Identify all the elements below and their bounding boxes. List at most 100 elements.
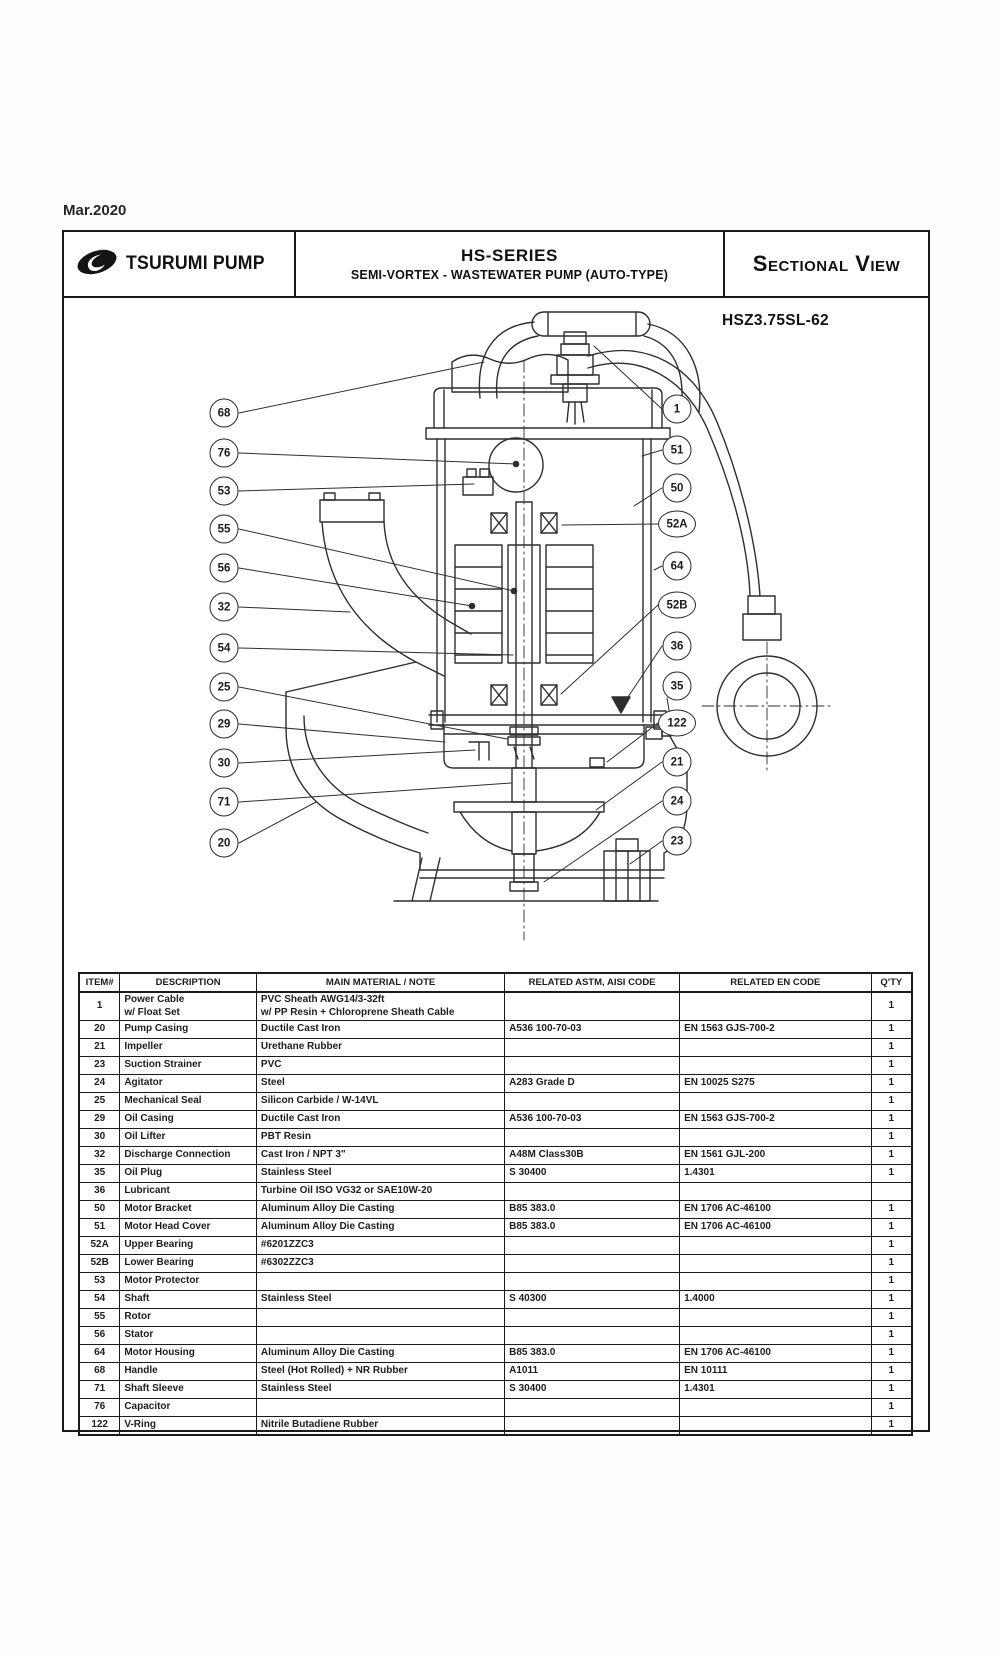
callout-balloon-53: 53 [209, 476, 239, 506]
en-code-cell: EN 1561 GJL-200 [679, 1146, 872, 1165]
description-cell: Handle [119, 1362, 257, 1381]
en-code-cell [679, 1326, 872, 1345]
astm-code-cell [504, 1182, 681, 1201]
description-cell: Oil Plug [119, 1164, 257, 1183]
astm-code-cell [504, 1398, 681, 1417]
item-number-cell: 23 [78, 1056, 121, 1075]
material-cell: #6302ZZC3 [255, 1254, 506, 1273]
en-code-cell: EN 1563 GJS-700-2 [679, 1110, 872, 1129]
revision-date: Mar.2020 [63, 202, 127, 219]
astm-code-cell: B85 383.0 [504, 1344, 681, 1363]
material-cell: PBT Resin [255, 1128, 506, 1147]
brand-name: TSURUMI PUMP [126, 253, 265, 274]
material-cell: PVC [255, 1056, 506, 1075]
astm-code-cell: A1011 [504, 1362, 681, 1381]
callout-balloon-51: 51 [662, 435, 692, 465]
qty-cell: 1 [870, 1110, 913, 1129]
astm-code-cell [504, 1326, 681, 1345]
description-cell: Oil Lifter [119, 1128, 257, 1147]
qty-cell: 1 [870, 1200, 913, 1219]
item-number-cell: 51 [78, 1218, 121, 1237]
qty-cell: 1 [870, 1236, 913, 1255]
callout-balloon-1: 1 [662, 394, 692, 424]
qty-cell: 1 [870, 1416, 913, 1436]
column-header: ITEM# [78, 972, 121, 993]
description-cell: Mechanical Seal [119, 1092, 257, 1111]
astm-code-cell: B85 383.0 [504, 1200, 681, 1219]
item-number-cell: 68 [78, 1362, 121, 1381]
description-cell: Shaft Sleeve [119, 1380, 257, 1399]
en-code-cell [679, 1272, 872, 1291]
material-cell [255, 1398, 506, 1417]
astm-code-cell [504, 1236, 681, 1255]
description-cell: Motor Bracket [119, 1200, 257, 1219]
astm-code-cell: S 40300 [504, 1290, 681, 1309]
series-subtitle: SEMI-VORTEX - WASTEWATER PUMP (AUTO-TYPE… [350, 268, 669, 282]
item-number-cell: 52B [78, 1254, 121, 1273]
qty-cell: 1 [870, 1362, 913, 1381]
item-number-cell: 55 [78, 1308, 121, 1327]
item-number-cell: 50 [78, 1200, 121, 1219]
astm-code-cell [504, 1128, 681, 1147]
callout-balloon-32: 32 [209, 592, 239, 622]
qty-cell: 1 [870, 1326, 913, 1345]
qty-cell: 1 [870, 1218, 913, 1237]
qty-cell [870, 1182, 913, 1201]
en-code-cell [679, 1056, 872, 1075]
material-cell: Ductile Cast Iron [255, 1110, 506, 1129]
item-number-cell: 30 [78, 1128, 121, 1147]
item-number-cell: 24 [78, 1074, 121, 1093]
column-header: RELATED ASTM, AISI CODE [504, 972, 681, 993]
item-number-cell: 32 [78, 1146, 121, 1165]
qty-cell: 1 [870, 1308, 913, 1327]
astm-code-cell [504, 1092, 681, 1111]
en-code-cell [679, 1254, 872, 1273]
astm-code-cell: S 30400 [504, 1164, 681, 1183]
item-number-cell: 64 [78, 1344, 121, 1363]
qty-cell: 1 [870, 1164, 913, 1183]
material-cell: Turbine Oil ISO VG32 or SAE10W-20 [255, 1182, 506, 1201]
astm-code-cell: A536 100-70-03 [504, 1110, 681, 1129]
qty-cell: 1 [870, 1254, 913, 1273]
item-number-cell: 35 [78, 1164, 121, 1183]
description-cell: Agitator [119, 1074, 257, 1093]
material-cell [255, 1308, 506, 1327]
callout-balloon-23: 23 [662, 826, 692, 856]
view-cell: Sectional View [723, 232, 928, 296]
description-cell: Motor Protector [119, 1272, 257, 1291]
material-cell: Ductile Cast Iron [255, 1020, 506, 1039]
qty-cell: 1 [870, 1290, 913, 1309]
callout-balloon-55: 55 [209, 514, 239, 544]
callout-balloon-68: 68 [209, 398, 239, 428]
material-cell: Silicon Carbide / W-14VL [255, 1092, 506, 1111]
column-header: Q'TY [870, 972, 913, 993]
callout-balloon-50: 50 [662, 473, 692, 503]
material-cell: Stainless Steel [255, 1380, 506, 1399]
qty-cell: 1 [870, 991, 913, 1021]
item-number-cell: 52A [78, 1236, 121, 1255]
series-cell: HS-SERIES SEMI-VORTEX - WASTEWATER PUMP … [296, 232, 723, 296]
qty-cell: 1 [870, 1128, 913, 1147]
item-number-cell: 20 [78, 1020, 121, 1039]
material-cell: Urethane Rubber [255, 1038, 506, 1057]
en-code-cell: 1.4000 [679, 1290, 872, 1309]
qty-cell: 1 [870, 1038, 913, 1057]
en-code-cell [679, 991, 872, 1021]
en-code-cell: EN 10111 [679, 1362, 872, 1381]
item-number-cell: 76 [78, 1398, 121, 1417]
